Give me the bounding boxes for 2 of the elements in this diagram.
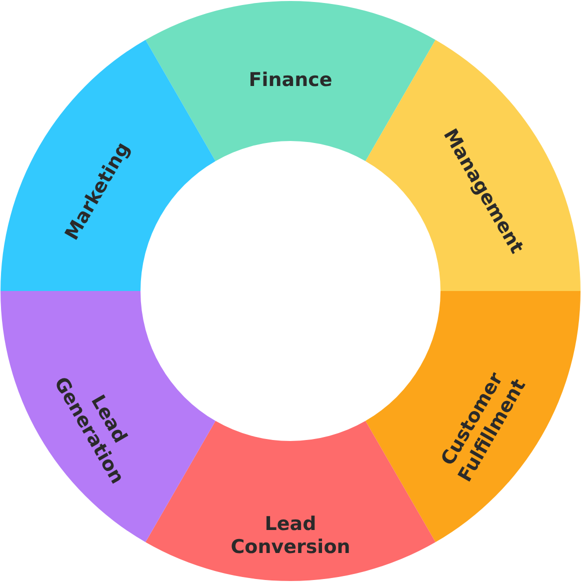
segment-label: Lead Conversion bbox=[230, 513, 352, 559]
segment-label: Finance bbox=[248, 69, 334, 92]
